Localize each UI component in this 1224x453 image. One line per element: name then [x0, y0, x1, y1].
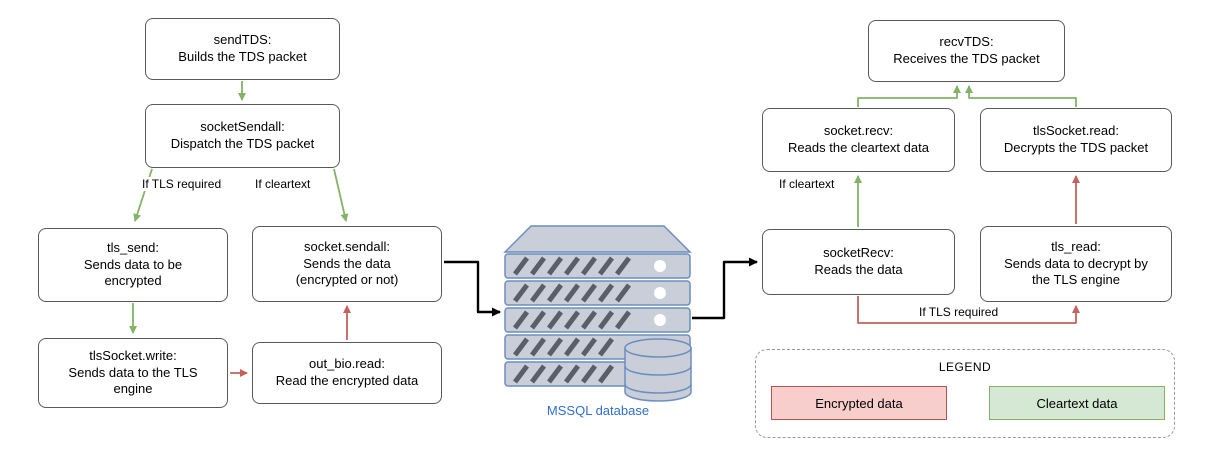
- node-socket-recv: socket.recv: Reads the cleartext data: [762, 108, 955, 172]
- node-tlssocket-read: tlsSocket.read: Decrypts the TDS packet: [980, 108, 1172, 172]
- legend-encrypted-swatch: Encrypted data: [771, 386, 947, 420]
- node-title: out_bio.read:: [309, 356, 385, 372]
- legend-cleartext-swatch: Cleartext data: [989, 386, 1165, 420]
- node-recvtds: recvTDS: Receives the TDS packet: [868, 20, 1065, 82]
- edge-label-if-tls-required-send: If TLS required: [140, 177, 224, 192]
- node-title: socketRecv:: [823, 245, 894, 261]
- node-desc: Read the encrypted data: [275, 373, 419, 388]
- node-out-bio-read: out_bio.read: Read the encrypted data: [252, 342, 442, 404]
- legend-cleartext-label: Cleartext data: [1036, 395, 1118, 411]
- node-socket-sendall: socket.sendall: Sends the data (encrypte…: [252, 226, 442, 302]
- node-sendtds: sendTDS: Builds the TDS packet: [145, 18, 340, 80]
- node-title: socketSendall:: [200, 119, 285, 135]
- mssql-database-label: MSSQL database: [546, 403, 650, 418]
- node-tlssocket-write: tlsSocket.write: Sends data to the TLS e…: [38, 338, 228, 408]
- mssql-server-icon: [503, 225, 692, 402]
- node-socketsendall: socketSendall: Dispatch the TDS packet: [145, 104, 340, 168]
- node-title: tls_read:: [1051, 238, 1101, 254]
- arrow-socketrecv-to-tlsread: [857, 296, 1080, 324]
- edge-label-if-cleartext-send: If cleartext: [253, 177, 313, 192]
- node-desc: Sends the data (encrypted or not): [295, 255, 399, 288]
- node-title: socket.recv:: [823, 123, 894, 139]
- node-desc: Dispatch the TDS packet: [170, 136, 315, 151]
- node-tls-read: tls_read: Sends data to decrypt by the T…: [980, 226, 1172, 302]
- arrow-socketrecv2-to-recvtds: [857, 85, 961, 107]
- node-desc: Decrypts the TDS packet: [1003, 140, 1149, 155]
- node-desc: Sends data to the TLS engine: [68, 364, 198, 397]
- node-title: tls_send:: [106, 239, 160, 255]
- node-desc: Sends data to decrypt by the TLS engine: [1004, 255, 1148, 288]
- edge-label-if-cleartext-recv: If cleartext: [777, 177, 837, 192]
- legend-title: LEGEND: [938, 360, 992, 374]
- node-desc: Sends data to be encrypted: [83, 256, 183, 289]
- node-socketrecv: socketRecv: Reads the data: [762, 229, 955, 295]
- legend: LEGEND Encrypted data Cleartext data: [755, 349, 1175, 438]
- edge-label-if-tls-required-recv: If TLS required: [917, 305, 1001, 320]
- arrow-server-to-socketrecv: [692, 257, 758, 320]
- node-title: recvTDS:: [939, 34, 994, 50]
- node-desc: Receives the TDS packet: [893, 51, 1040, 66]
- server-top: [503, 225, 692, 253]
- node-desc: Reads the data: [814, 262, 903, 277]
- node-tls-send: tls_send: Sends data to be encrypted: [38, 228, 228, 302]
- node-desc: Reads the cleartext data: [788, 140, 929, 155]
- database-cylinders-icon: [624, 338, 692, 402]
- node-title: socket.sendall:: [304, 238, 390, 254]
- node-title: sendTDS:: [213, 32, 272, 48]
- node-title: tlsSocket.read:: [1033, 123, 1119, 139]
- arrow-socketsendall-to-socketsendall2: [333, 168, 349, 222]
- node-desc: Builds the TDS packet: [178, 49, 307, 64]
- node-title: tlsSocket.write:: [89, 347, 177, 363]
- arrow-socketsendall2-to-server: [444, 260, 501, 317]
- legend-encrypted-label: Encrypted data: [815, 395, 903, 411]
- arrow-tlssocketread-to-recvtds: [965, 85, 1077, 107]
